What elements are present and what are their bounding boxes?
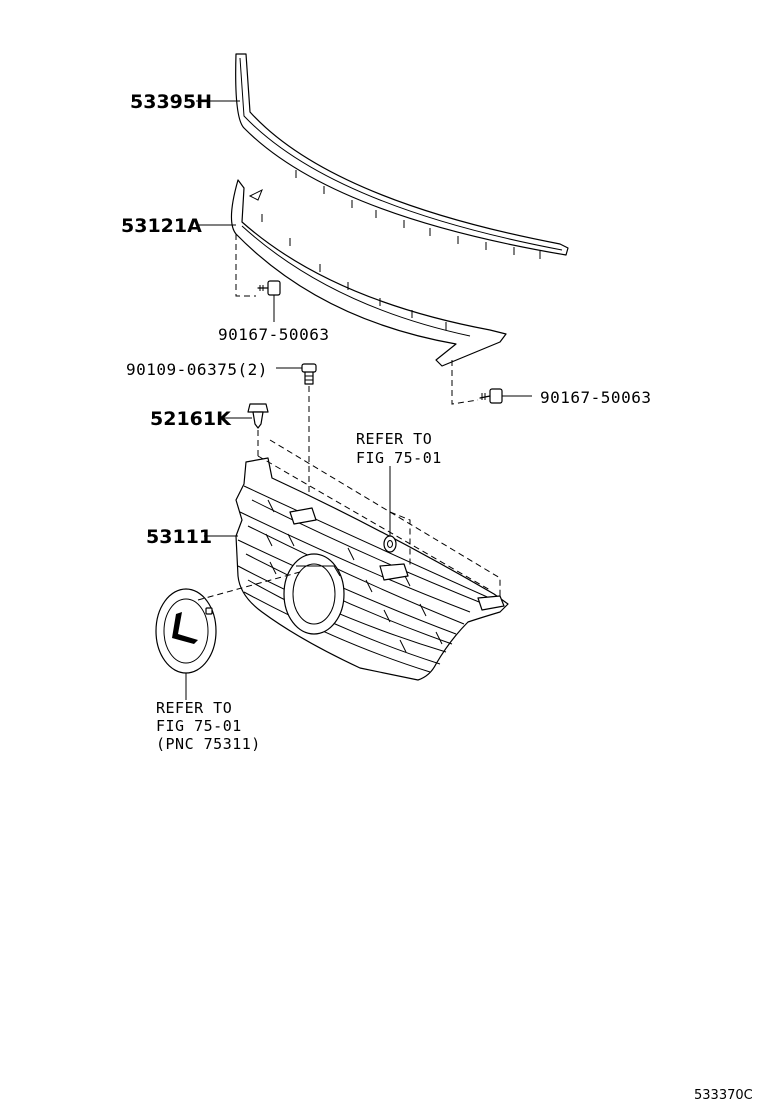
retainer-nut[interactable] xyxy=(383,535,397,553)
label-53121a: 53121A xyxy=(121,215,202,237)
emblem-dashed xyxy=(197,571,301,601)
ref-lower-line1: REFER TO xyxy=(156,699,232,717)
label-bolt-right: 90167-50063 xyxy=(540,388,651,407)
bolt-right[interactable] xyxy=(479,388,503,404)
front-grille-53111[interactable] xyxy=(235,457,509,681)
grille-dashed-c xyxy=(389,511,411,566)
label-52161k: 52161K xyxy=(150,408,232,430)
screw[interactable] xyxy=(301,363,317,385)
ref-upper-line2: FIG 75-01 xyxy=(356,449,442,467)
mid-moulding-53121a[interactable] xyxy=(230,179,507,367)
grille-dashed-a xyxy=(257,455,491,591)
emblem[interactable] xyxy=(155,588,217,674)
diagram-id: 533370C xyxy=(694,1088,753,1103)
ref-lower-line2: FIG 75-01 xyxy=(156,717,242,735)
ref-upper-line1: REFER TO xyxy=(356,430,432,448)
clip[interactable] xyxy=(247,403,269,429)
ref-lower-line3: (PNC 75311) xyxy=(156,735,261,753)
leader-bolt-left-dashed xyxy=(235,234,256,297)
label-53111: 53111 xyxy=(146,526,212,548)
grille-dashed-b xyxy=(269,439,501,596)
upper-moulding-53395h[interactable] xyxy=(235,53,569,259)
label-53395h: 53395H xyxy=(130,91,212,113)
label-screw: 90109-06375(2) xyxy=(126,360,268,379)
leader-bolt-right-dashed xyxy=(451,360,479,405)
bolt-left[interactable] xyxy=(257,280,281,296)
label-bolt-left: 90167-50063 xyxy=(218,325,329,344)
